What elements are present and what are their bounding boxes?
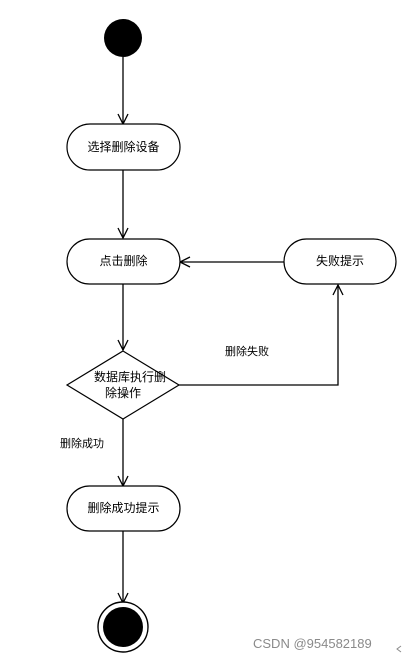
activity-fail-prompt-label: 失败提示: [316, 253, 364, 268]
activity-success-prompt: [66, 485, 181, 532]
watermark-text: CSDN @954582189: [253, 636, 372, 651]
activity-click-delete-label: 点击删除: [99, 253, 147, 268]
corner-arrow-icon: [396, 645, 402, 653]
activity-select-device-label: 选择删除设备: [87, 139, 159, 154]
activity-fail-prompt: [283, 238, 397, 285]
edge-label-delete-success: 删除成功: [60, 436, 104, 450]
end-node-inner: [103, 607, 143, 647]
start-node: [104, 19, 142, 57]
edge-label-delete-failed: 删除失败: [225, 344, 269, 358]
decision-db-delete-label-line2: 除操作: [105, 385, 141, 400]
decision-db-delete: [65, 350, 181, 420]
activity-success-prompt-label: 删除成功提示: [87, 500, 159, 515]
decision-db-delete-label-line1: 数据库执行删: [94, 369, 166, 384]
activity-click-delete: [66, 238, 181, 285]
activity-select-device: [66, 123, 181, 171]
edge-decision-to-fail: [179, 285, 338, 386]
